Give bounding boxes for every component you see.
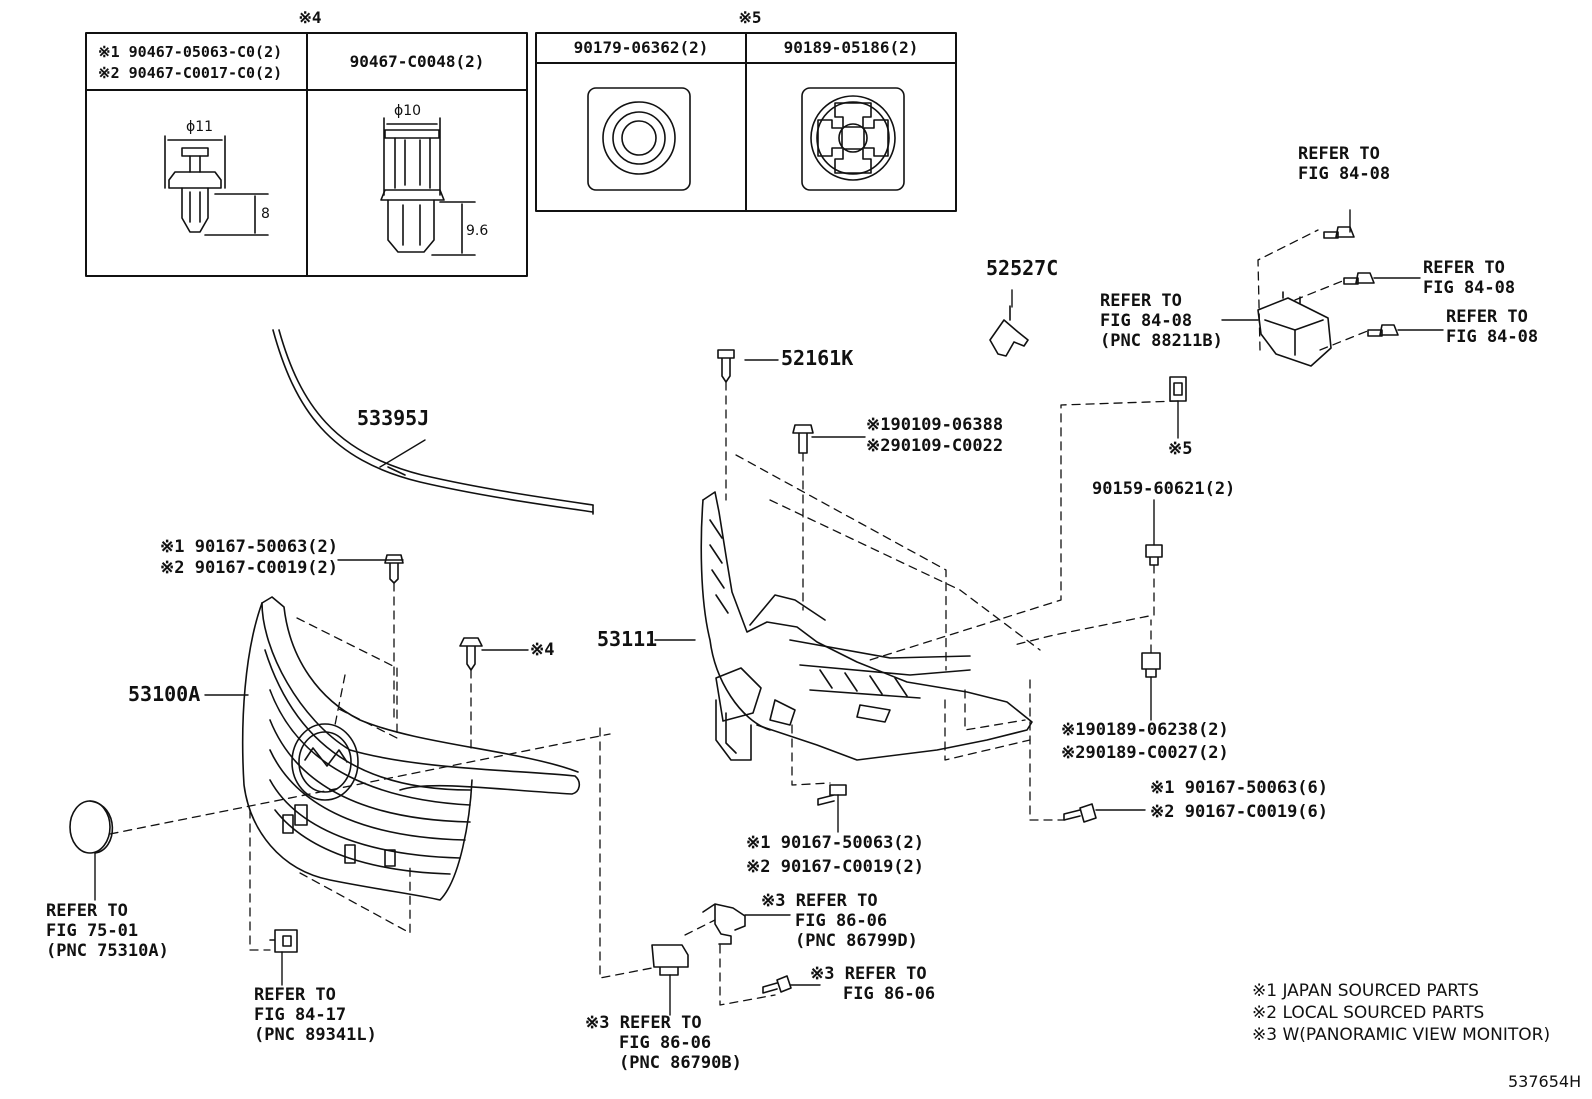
part-53100a-label: 53100A <box>128 682 201 706</box>
bolt-90167-six-japan-label: ※1 90167-50063(6) <box>1150 778 1329 798</box>
detail-box-4 <box>85 32 528 277</box>
bolt-90109-local-label: ※290109-C0022 <box>866 436 1004 456</box>
assembly-dashed-lines <box>109 229 1371 1006</box>
bolt-90167-mid-local-label: ※2 90167-C0019(2) <box>746 857 925 877</box>
ref-sensor-bottom-line1: REFER TO <box>254 985 336 1005</box>
screw-90167-top-local-label: ※2 90167-C0019(2) <box>160 558 339 578</box>
ref-camera-line1: ※3 REFER TO <box>585 1013 702 1033</box>
ref-camera-screw-line1: ※3 REFER TO <box>810 964 927 984</box>
ref-camera-wire-line1: ※3 REFER TO <box>761 891 878 911</box>
detail-box-4-col2-header: 90467-C0048(2) <box>349 52 485 71</box>
bolt-90167-mid-japan-label: ※1 90167-50063(2) <box>746 833 925 853</box>
ref-camera-wire-line3: (PNC 86799D) <box>795 931 918 951</box>
ref-bolt-top-line1: REFER TO <box>1298 144 1380 164</box>
legend-panoramic-view-monitor: ※3 W(PANORAMIC VIEW MONITOR) <box>1252 1025 1551 1045</box>
part-53395j-label: 53395J <box>357 406 430 430</box>
legend-japan-sourced: ※1 JAPAN SOURCED PARTS <box>1252 981 1479 1001</box>
nut-ref-5-label: ※5 <box>1168 439 1193 459</box>
ref-bolt-mid-line2: FIG 84-08 <box>1423 278 1516 298</box>
ref-sensor-line2: FIG 84-08 <box>1100 311 1193 331</box>
fastener-drawings <box>69 226 1399 994</box>
detail-box-4-col1-line1: ※1 90467-05063-C0(2) <box>98 43 283 61</box>
dimension-diameter-10: ϕ10 <box>394 103 422 119</box>
part-52161k-label: 52161K <box>781 346 854 370</box>
detail-box-5-col2-header: 90189-05186(2) <box>783 38 919 57</box>
ref-emblem-line1: REFER TO <box>46 901 128 921</box>
detail-box-4-col1-line2: ※2 90467-C0017-C0(2) <box>98 64 283 82</box>
molding-53395j-drawing <box>272 329 594 515</box>
ref-bolt-right-line2: FIG 84-08 <box>1446 327 1539 347</box>
leader-lines <box>94 209 1444 1016</box>
part-53111-label: 53111 <box>597 627 658 651</box>
push-clip-a-drawing <box>164 135 269 236</box>
dimension-length-9-6: 9.6 <box>466 223 489 239</box>
ref-emblem-line3: (PNC 75310A) <box>46 941 169 961</box>
part-52527c-label: 52527C <box>986 256 1059 280</box>
sensor-88211b-drawing <box>1257 291 1332 367</box>
detail-box-5-marker: ※5 <box>738 8 762 27</box>
ref-sensor-bottom-line3: (PNC 89341L) <box>254 1025 377 1045</box>
bracket-53111-drawing <box>700 491 1033 761</box>
ref-sensor-line1: REFER TO <box>1100 291 1182 311</box>
ref-camera-line2: FIG 86-06 <box>619 1033 712 1053</box>
ref-camera-line3: (PNC 86790B) <box>619 1053 742 1073</box>
clip-ref-4-label: ※4 <box>530 640 555 660</box>
ref-bolt-mid-line1: REFER TO <box>1423 258 1505 278</box>
bolt-90109-japan-label: ※190109-06388 <box>866 415 1004 435</box>
nut-90159-label: 90159-60621(2) <box>1092 479 1236 499</box>
bolt-90167-six-local-label: ※2 90167-C0019(6) <box>1150 802 1329 822</box>
dimension-diameter-11: ϕ11 <box>186 119 214 135</box>
figure-code: 537654H <box>1508 1072 1582 1091</box>
nut-90189-local-label: ※290189-C0027(2) <box>1061 743 1229 763</box>
screw-90167-top-japan-label: ※1 90167-50063(2) <box>160 537 339 557</box>
ref-sensor-bottom-line2: FIG 84-17 <box>254 1005 347 1025</box>
push-clip-b-drawing <box>380 117 476 256</box>
ref-camera-screw-line2: FIG 86-06 <box>843 984 936 1004</box>
ref-bolt-top-line2: FIG 84-08 <box>1298 164 1391 184</box>
ref-emblem-line2: FIG 75-01 <box>46 921 139 941</box>
detail-box-4-marker: ※4 <box>298 8 322 27</box>
detail-box-5-col1-header: 90179-06362(2) <box>573 38 709 57</box>
legend-local-sourced: ※2 LOCAL SOURCED PARTS <box>1252 1003 1485 1023</box>
ref-camera-wire-line2: FIG 86-06 <box>795 911 888 931</box>
clip-52527c-drawing <box>989 305 1029 357</box>
nut-90189-japan-label: ※190189-06238(2) <box>1061 720 1229 740</box>
dimension-length-8: 8 <box>261 206 270 222</box>
detail-box-5 <box>535 32 957 212</box>
ref-sensor-line3: (PNC 88211B) <box>1100 331 1223 351</box>
ref-bolt-right-line1: REFER TO <box>1446 307 1528 327</box>
grille-53100a-drawing <box>241 596 581 901</box>
